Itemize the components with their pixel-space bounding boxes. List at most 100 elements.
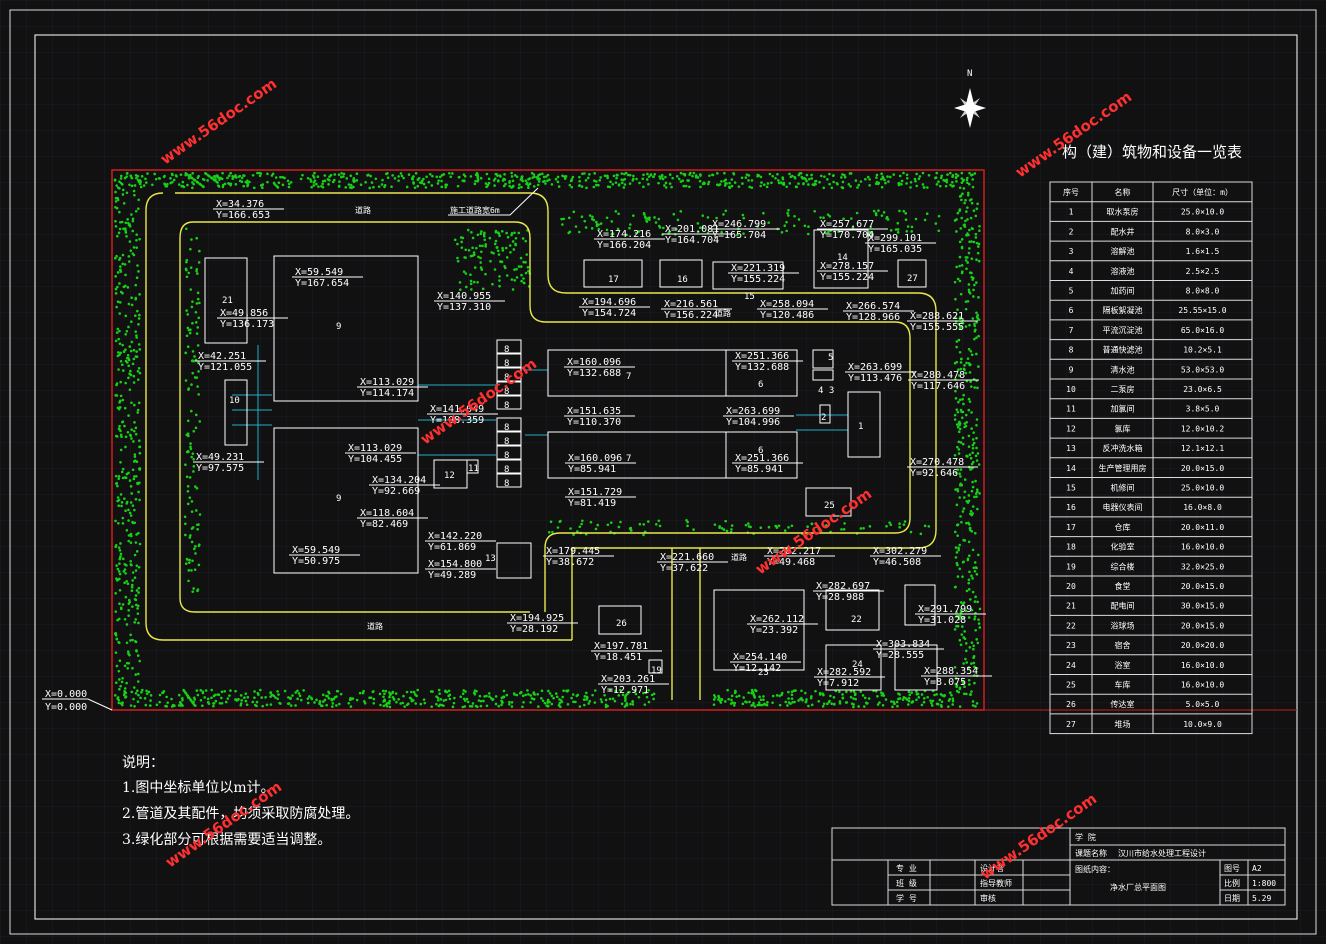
table-cell: 仓库 [1115,522,1131,532]
tree-dot [234,174,237,177]
tree-dot [958,317,962,321]
tree-dot [187,579,190,583]
tree-dot [521,179,525,183]
tree-dot [650,693,654,697]
tree-dot [906,703,910,706]
tree-dot [190,510,194,513]
coordinate-y: Y=165.035 [868,244,922,255]
tree-dot [970,574,973,578]
tree-dot [859,690,863,693]
tree-dot [128,511,132,515]
tree-dot [934,176,937,180]
tree-dot [189,173,192,177]
tree-dot [969,512,972,516]
tree-dot [896,231,900,234]
table-cell: 20.0×11.0 [1181,523,1225,532]
tree-dot [135,176,138,180]
tree-dot [131,638,134,642]
tree-dot [963,225,967,228]
tree-dot [181,180,185,184]
tree-dot [128,240,132,243]
tree-dot [591,693,594,697]
coordinate-x: X=302.279 [873,546,927,557]
tree-dot [201,704,204,708]
road-label-south: 道路 [731,552,747,562]
tree-dot [186,449,190,453]
tree-dot [778,703,782,707]
tree-dot [631,703,635,706]
tree-dot [664,186,668,189]
tree-dot [975,423,978,427]
tree-dot [558,520,562,524]
tree-dot [258,171,261,175]
tree-dot [810,703,814,707]
tree-dot [809,696,813,700]
tree-dot [137,531,140,535]
tree-dot [762,211,765,215]
tree-dot [609,689,612,692]
tree-dot [966,176,969,180]
tree-dot [190,569,193,572]
tree-dot [266,180,269,184]
tree-dot [439,698,443,701]
coordinate-y: Y=31.028 [918,615,966,626]
tree-dot [191,559,194,563]
tree-dot [449,175,453,179]
tree-dot [752,703,755,707]
tree-dot [137,586,141,590]
tree-dot [891,705,894,709]
tree-dot [427,180,431,184]
tree-dot [226,176,229,180]
tree-dot [342,175,345,178]
tree-dot [572,700,575,704]
tree-dot [958,496,961,499]
tree-dot [471,246,474,250]
tree-dot [135,533,138,536]
tree-dot [138,451,142,455]
coordinate-y: Y=38.672 [546,557,594,568]
tree-dot [967,616,971,619]
tree-dot [793,700,796,704]
tree-dot [614,181,618,184]
tree-dot [133,403,136,407]
tree-dot [210,696,213,700]
tree-dot [975,321,978,324]
tree-dot [892,700,895,704]
tree-dot [138,237,141,241]
tree-dot [479,256,482,260]
tree-dot [128,388,132,392]
tree-dot [190,455,193,459]
tree-dot [568,183,572,187]
tree-dot [542,180,545,183]
svg-text:净水厂总平面图: 净水厂总平面图 [1110,882,1166,892]
tree-dot [119,433,123,437]
tree-dot [114,633,118,637]
tree-dot [964,649,968,653]
tree-dot [922,700,926,704]
tree-dot [115,383,118,387]
tree-dot [898,697,902,700]
tree-dot [190,540,194,544]
tree-dot [718,526,721,529]
tree-dot [498,279,501,282]
tree-dot [315,182,318,186]
tree-dot [136,680,140,683]
building-number: 8 [504,345,509,355]
tree-dot [923,524,927,528]
tree-dot [956,174,960,177]
tree-dot [134,541,138,544]
tree-dot [593,172,596,175]
tree-dot [938,698,942,702]
tree-dot [975,418,979,421]
table-cell: 30.0×15.0 [1181,602,1225,611]
tree-dot [495,246,499,249]
tree-dot [463,705,467,708]
tree-dot [508,244,512,247]
tree-dot [403,705,406,708]
tree-dot [857,705,860,708]
tree-dot [189,445,192,449]
tree-dot [720,527,724,530]
tree-dot [532,185,536,188]
tree-dot [587,702,591,705]
tree-dot [638,522,642,526]
